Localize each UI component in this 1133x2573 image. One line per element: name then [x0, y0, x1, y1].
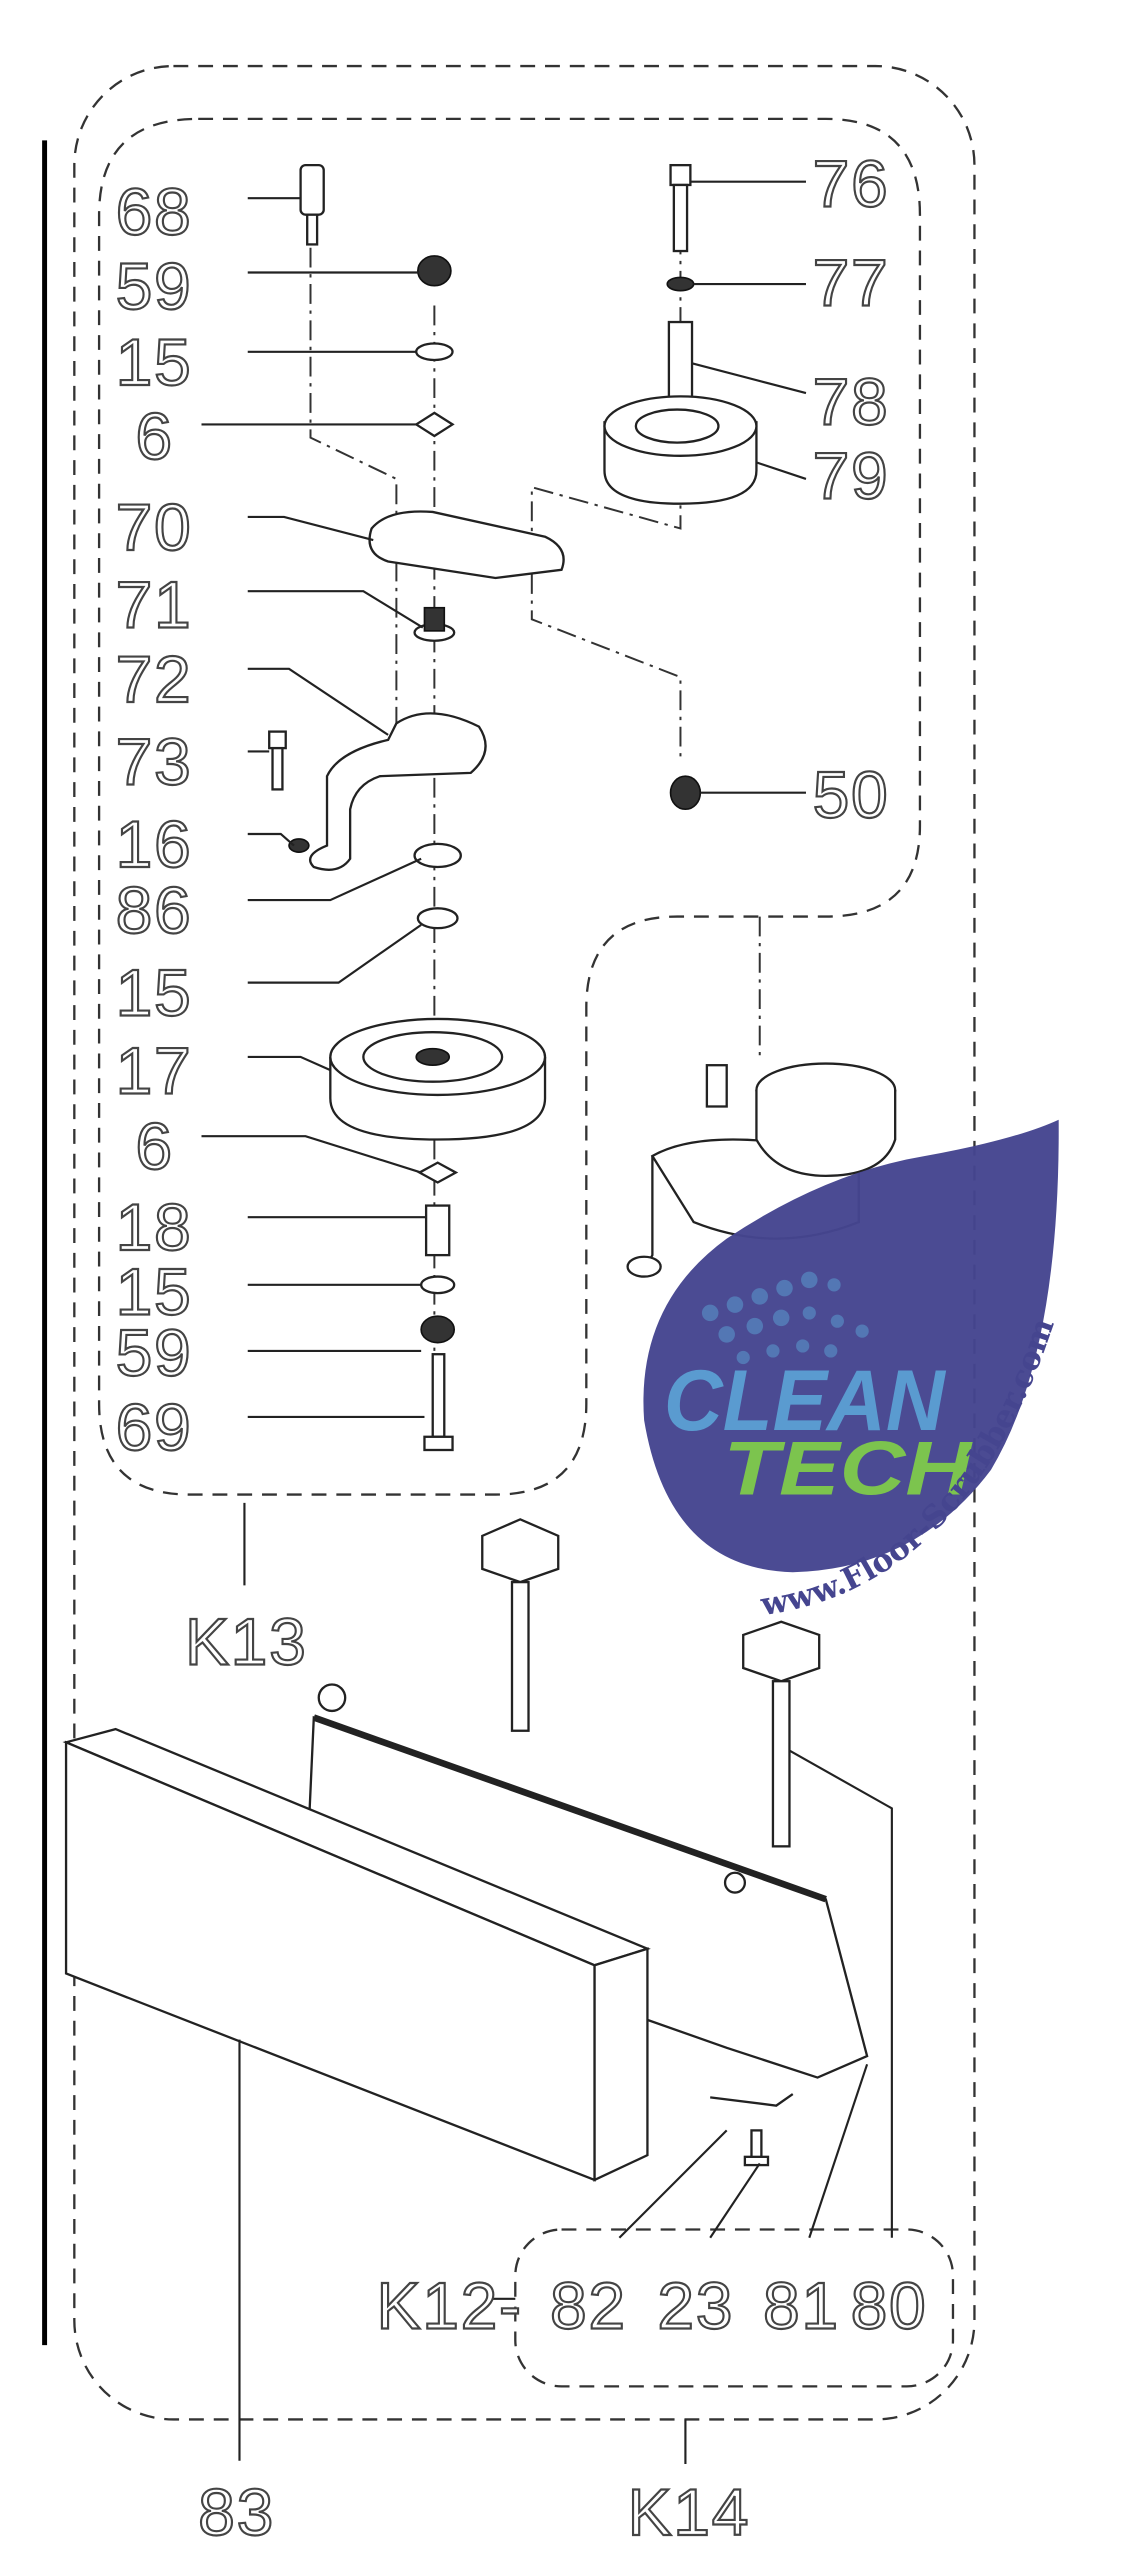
callout-81: 81: [763, 2269, 840, 2343]
callout-86: 86: [116, 873, 193, 947]
part-77-washer: [666, 276, 695, 292]
part-15-washer-bottom: [420, 1275, 456, 1295]
logo-drop-shape: [643, 1119, 1059, 1573]
part-17-wheel: [329, 1017, 547, 1141]
callout-6: 6: [135, 1109, 173, 1183]
group-label-k14: K14: [628, 2475, 750, 2549]
callout-68: 68: [116, 175, 193, 249]
callout-83: 83: [198, 2475, 275, 2549]
part-6-plate: [414, 411, 455, 438]
leader-lines: [690, 180, 807, 794]
part-79-wheel: [603, 395, 758, 505]
callout-73: 73: [116, 724, 193, 798]
callout-16: 16: [116, 807, 193, 881]
part-15-washer-lower: [416, 907, 459, 930]
group-label-k12: K12-: [377, 2269, 523, 2343]
part-59-nut: [417, 255, 452, 287]
callout-17: 17: [116, 1033, 193, 1107]
callout-59: 59: [116, 1316, 193, 1390]
group-k13-boundary: [97, 117, 922, 1496]
part-15-washer: [415, 342, 454, 362]
callout-77: 77: [813, 246, 890, 320]
part-86-washer: [413, 842, 462, 869]
callout-15: 15: [116, 1255, 193, 1329]
callout-72: 72: [116, 642, 193, 716]
part-68-pin: [299, 163, 325, 246]
centerline: [530, 198, 761, 1057]
part-83-squeegee: [62, 1727, 651, 2182]
part-73-bolt: [268, 730, 287, 791]
callout-15: 15: [116, 956, 193, 1030]
callout-79: 79: [813, 439, 890, 513]
callout-78: 78: [813, 364, 890, 438]
part-18-spacer: [424, 1204, 451, 1257]
logo-tech: TECH: [723, 1427, 973, 1512]
part-50-nut: [669, 775, 702, 811]
callout-71: 71: [116, 568, 193, 642]
part-69-bolt: [423, 1353, 454, 1452]
callout-23: 23: [657, 2269, 734, 2343]
part-16-washer: [288, 838, 310, 853]
callout-80: 80: [851, 2269, 928, 2343]
part-71-bushing: [413, 606, 456, 642]
logo-clean: CLEAN: [664, 1353, 947, 1449]
part-72-bracket: [309, 712, 487, 871]
part-82-clip: [710, 2093, 794, 2107]
callout-82: 82: [550, 2269, 627, 2343]
part-23-screw: [743, 2129, 770, 2167]
callout-59: 59: [116, 249, 193, 323]
part-76-bolt: [669, 163, 692, 253]
callout-70: 70: [116, 490, 193, 564]
part-80-knob-right: [742, 1620, 821, 1848]
centerline: [309, 247, 436, 1421]
part-80-knob-left: [481, 1518, 560, 1732]
callout-76: 76: [813, 146, 890, 220]
callout-6: 6: [135, 399, 173, 473]
callout-18: 18: [116, 1190, 193, 1264]
part-6-plate-lower: [417, 1161, 459, 1184]
callout-15: 15: [116, 325, 193, 399]
leader-lines: [201, 197, 427, 1419]
group-k12-boundary: [514, 2228, 955, 2388]
part-70-arm: [368, 510, 565, 580]
group-label-k13: K13: [185, 1605, 307, 1679]
callout-69: 69: [116, 1390, 193, 1464]
leader-lines: [238, 1502, 893, 2465]
callout-50: 50: [813, 757, 890, 831]
logo-droplets-icon: [701, 1271, 869, 1365]
part-59-nut-lower: [420, 1315, 456, 1344]
